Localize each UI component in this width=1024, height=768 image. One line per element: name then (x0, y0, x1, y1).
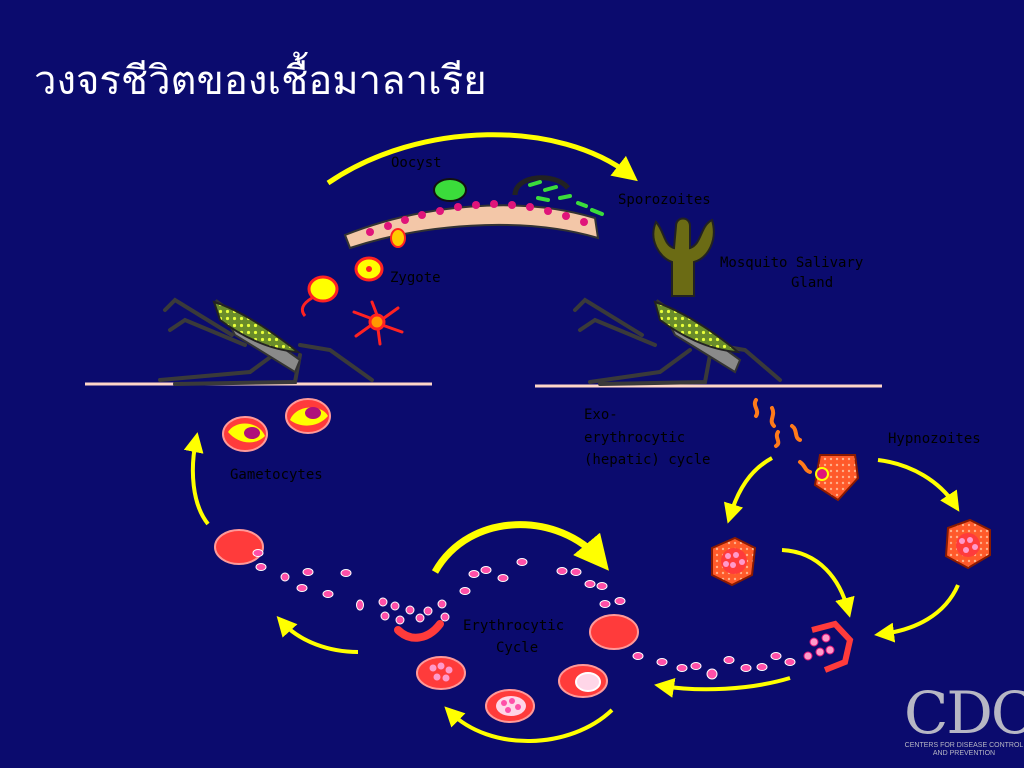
cdc-logo-line2: AND PREVENTION (932, 750, 996, 757)
blood-merozoites (252, 549, 626, 625)
arrow-to-hypnozoite (877, 458, 960, 512)
ruptured-liver-schizont (803, 620, 854, 673)
exflagellating-gametocyte-icon (352, 300, 404, 346)
mosquito-left-icon (158, 297, 374, 386)
ookinete-icon (390, 228, 406, 248)
gametocyte-rbc-2 (285, 398, 331, 434)
zygote-nucleus (366, 266, 372, 272)
mosquito-gut-wall (343, 200, 600, 250)
schizont-rbc-2 (485, 689, 535, 723)
ruptured-rbc (394, 620, 444, 642)
liver-schizont-left (711, 536, 757, 587)
label-exo-erythrocytic-line2: erythrocytic (584, 430, 686, 446)
label-erythrocytic-line2: Cycle (496, 640, 539, 656)
label-zygote: Zygote (390, 270, 441, 286)
label-oocyst: Oocyst (391, 155, 442, 171)
cdc-logo: CDC CENTERS FOR DISEASE CONTROL AND PREV… (904, 684, 1024, 758)
cdc-logo-line1: CENTERS FOR DISEASE CONTROL (904, 742, 1024, 749)
microgamete-tail (300, 296, 313, 317)
arrow-merozoites-to-blood (654, 676, 791, 698)
label-hypnozoites: Hypnozoites (888, 431, 981, 447)
arrow-erythrocytic-top (431, 521, 609, 574)
sporozoites-injected-icon (752, 398, 812, 474)
label-erythrocytic-line1: Erythrocytic (463, 618, 565, 634)
label-gametocytes: Gametocytes (230, 467, 323, 483)
label-exo-erythrocytic-line1: Exo- (584, 407, 618, 423)
gametocyte-rbc-1 (222, 416, 268, 452)
arrow-schizont-to-rupture (781, 548, 855, 618)
red-blood-cell-entry (589, 614, 639, 650)
arrow-up-to-gametocytes (183, 432, 210, 526)
hypnozoite-liver-cell (944, 518, 991, 570)
label-salivary-gland-line1: Mosquito Salivary (720, 255, 864, 271)
oocyst-icon (433, 178, 467, 202)
label-sporozoites: Sporozoites (618, 192, 711, 208)
cdc-logo-mark: CDC (904, 679, 1024, 747)
arrow-to-liver-left (723, 456, 773, 524)
ring-stage-rbc (558, 664, 608, 698)
red-blood-cell (214, 529, 264, 565)
liver-cell-infected (813, 454, 860, 502)
merozoites-trail (632, 652, 796, 680)
label-salivary-gland-line2: Gland (791, 275, 834, 291)
sporozoites-icon (528, 180, 604, 216)
schizont-rbc-1 (416, 656, 466, 690)
arrow-to-gametocyte-path (276, 616, 359, 654)
arrow-erythrocytic-bottom (444, 706, 614, 743)
salivary-gland-icon (652, 217, 715, 297)
macrogamete-icon (307, 275, 339, 303)
arrow-hypnozoite-to-rupture (874, 584, 960, 643)
ruptured-oocyst-icon (512, 175, 570, 196)
label-exo-erythrocytic-line3: (hepatic) cycle (584, 452, 711, 468)
mosquito-right-icon (573, 297, 782, 386)
arrow-oocyst-to-sporozoites (326, 132, 638, 186)
slide-title: วงจรชีวิตของเชื้อมาลาเรีย (34, 58, 487, 104)
